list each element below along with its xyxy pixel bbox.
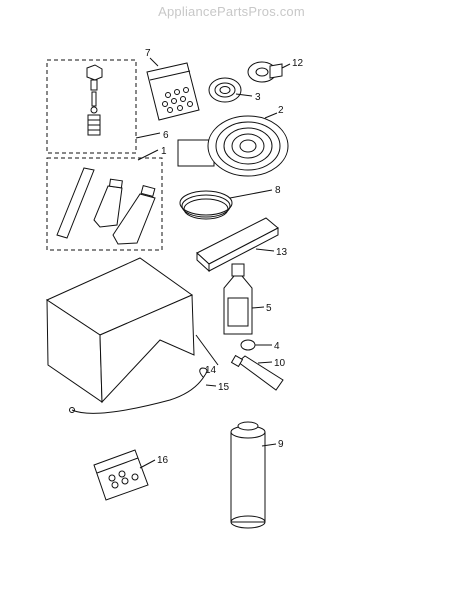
coil-8 xyxy=(179,190,233,216)
cord-15 xyxy=(71,374,206,414)
valve-core xyxy=(91,91,97,107)
callout-2: 2 xyxy=(278,105,284,116)
part-12-tape-roll[interactable] xyxy=(247,61,291,83)
callout-12: 12 xyxy=(292,58,304,69)
roll-3 xyxy=(208,77,242,103)
part-1-tube-kit[interactable] xyxy=(46,149,163,251)
watermark-text: AppliancePartsPros.com xyxy=(158,4,305,19)
part-13-leader xyxy=(255,248,275,252)
part-9-leader xyxy=(261,443,277,447)
callout-4: 4 xyxy=(274,341,280,352)
part-9-spray-can[interactable] xyxy=(230,421,277,529)
tube-small xyxy=(93,185,123,228)
callout-13: 13 xyxy=(276,247,288,258)
part-12-leader xyxy=(281,63,291,69)
callout-10: 10 xyxy=(274,358,286,369)
part-5-bottle[interactable] xyxy=(223,263,265,335)
part-16-clip-bag[interactable] xyxy=(93,449,156,501)
bag-7 xyxy=(146,62,200,121)
callout-8: 8 xyxy=(275,185,281,196)
callout-7: 7 xyxy=(145,48,151,59)
part-8-wire-coil[interactable] xyxy=(179,189,273,220)
part-10-tube[interactable] xyxy=(230,354,284,391)
part-10-leader xyxy=(257,361,273,364)
part-7-fastener-bag[interactable] xyxy=(146,57,200,121)
callout-6: 6 xyxy=(163,130,169,141)
bottle-cap xyxy=(231,263,245,277)
cover-front xyxy=(99,294,195,404)
bottle-body xyxy=(223,275,253,335)
callout-16: 16 xyxy=(157,455,169,466)
part-16-leader xyxy=(139,459,156,469)
part-2-leader xyxy=(264,112,278,119)
valve-nut xyxy=(86,64,103,81)
valve-stem xyxy=(90,79,98,91)
valve-ring xyxy=(90,106,98,114)
tube-large xyxy=(112,193,156,245)
part-15-leader xyxy=(205,384,217,387)
part-14-leader xyxy=(195,334,219,366)
can-body xyxy=(230,431,266,523)
applicator-stick xyxy=(56,167,95,239)
part-13-foam-bar[interactable] xyxy=(196,217,279,273)
part-1-dashed-box xyxy=(46,157,163,251)
part-4-cap[interactable] xyxy=(240,339,272,351)
part-3-leader xyxy=(235,93,253,97)
callout-15: 15 xyxy=(218,382,230,393)
callout-9: 9 xyxy=(278,439,284,450)
part-1-leader xyxy=(137,149,159,161)
callout-3: 3 xyxy=(255,92,261,103)
part-3-tape-roll[interactable] xyxy=(208,77,253,103)
part-6-leader xyxy=(135,132,161,139)
part-6-valve-kit[interactable] xyxy=(46,59,161,154)
roll-2 xyxy=(207,115,289,177)
callout-1: 1 xyxy=(161,146,167,157)
part-8-leader xyxy=(229,189,273,199)
part-6-dashed-box xyxy=(46,59,137,154)
part-5-leader xyxy=(251,306,265,309)
part-2-insulation-roll[interactable] xyxy=(177,112,289,177)
cap-4 xyxy=(240,339,256,351)
tube-10 xyxy=(237,355,284,391)
callout-14: 14 xyxy=(205,365,217,376)
part-7-leader xyxy=(149,57,159,67)
part-15-cord[interactable] xyxy=(69,367,217,414)
bag-16 xyxy=(93,449,149,501)
part-14-cover[interactable] xyxy=(45,257,219,404)
callout-5: 5 xyxy=(266,303,272,314)
